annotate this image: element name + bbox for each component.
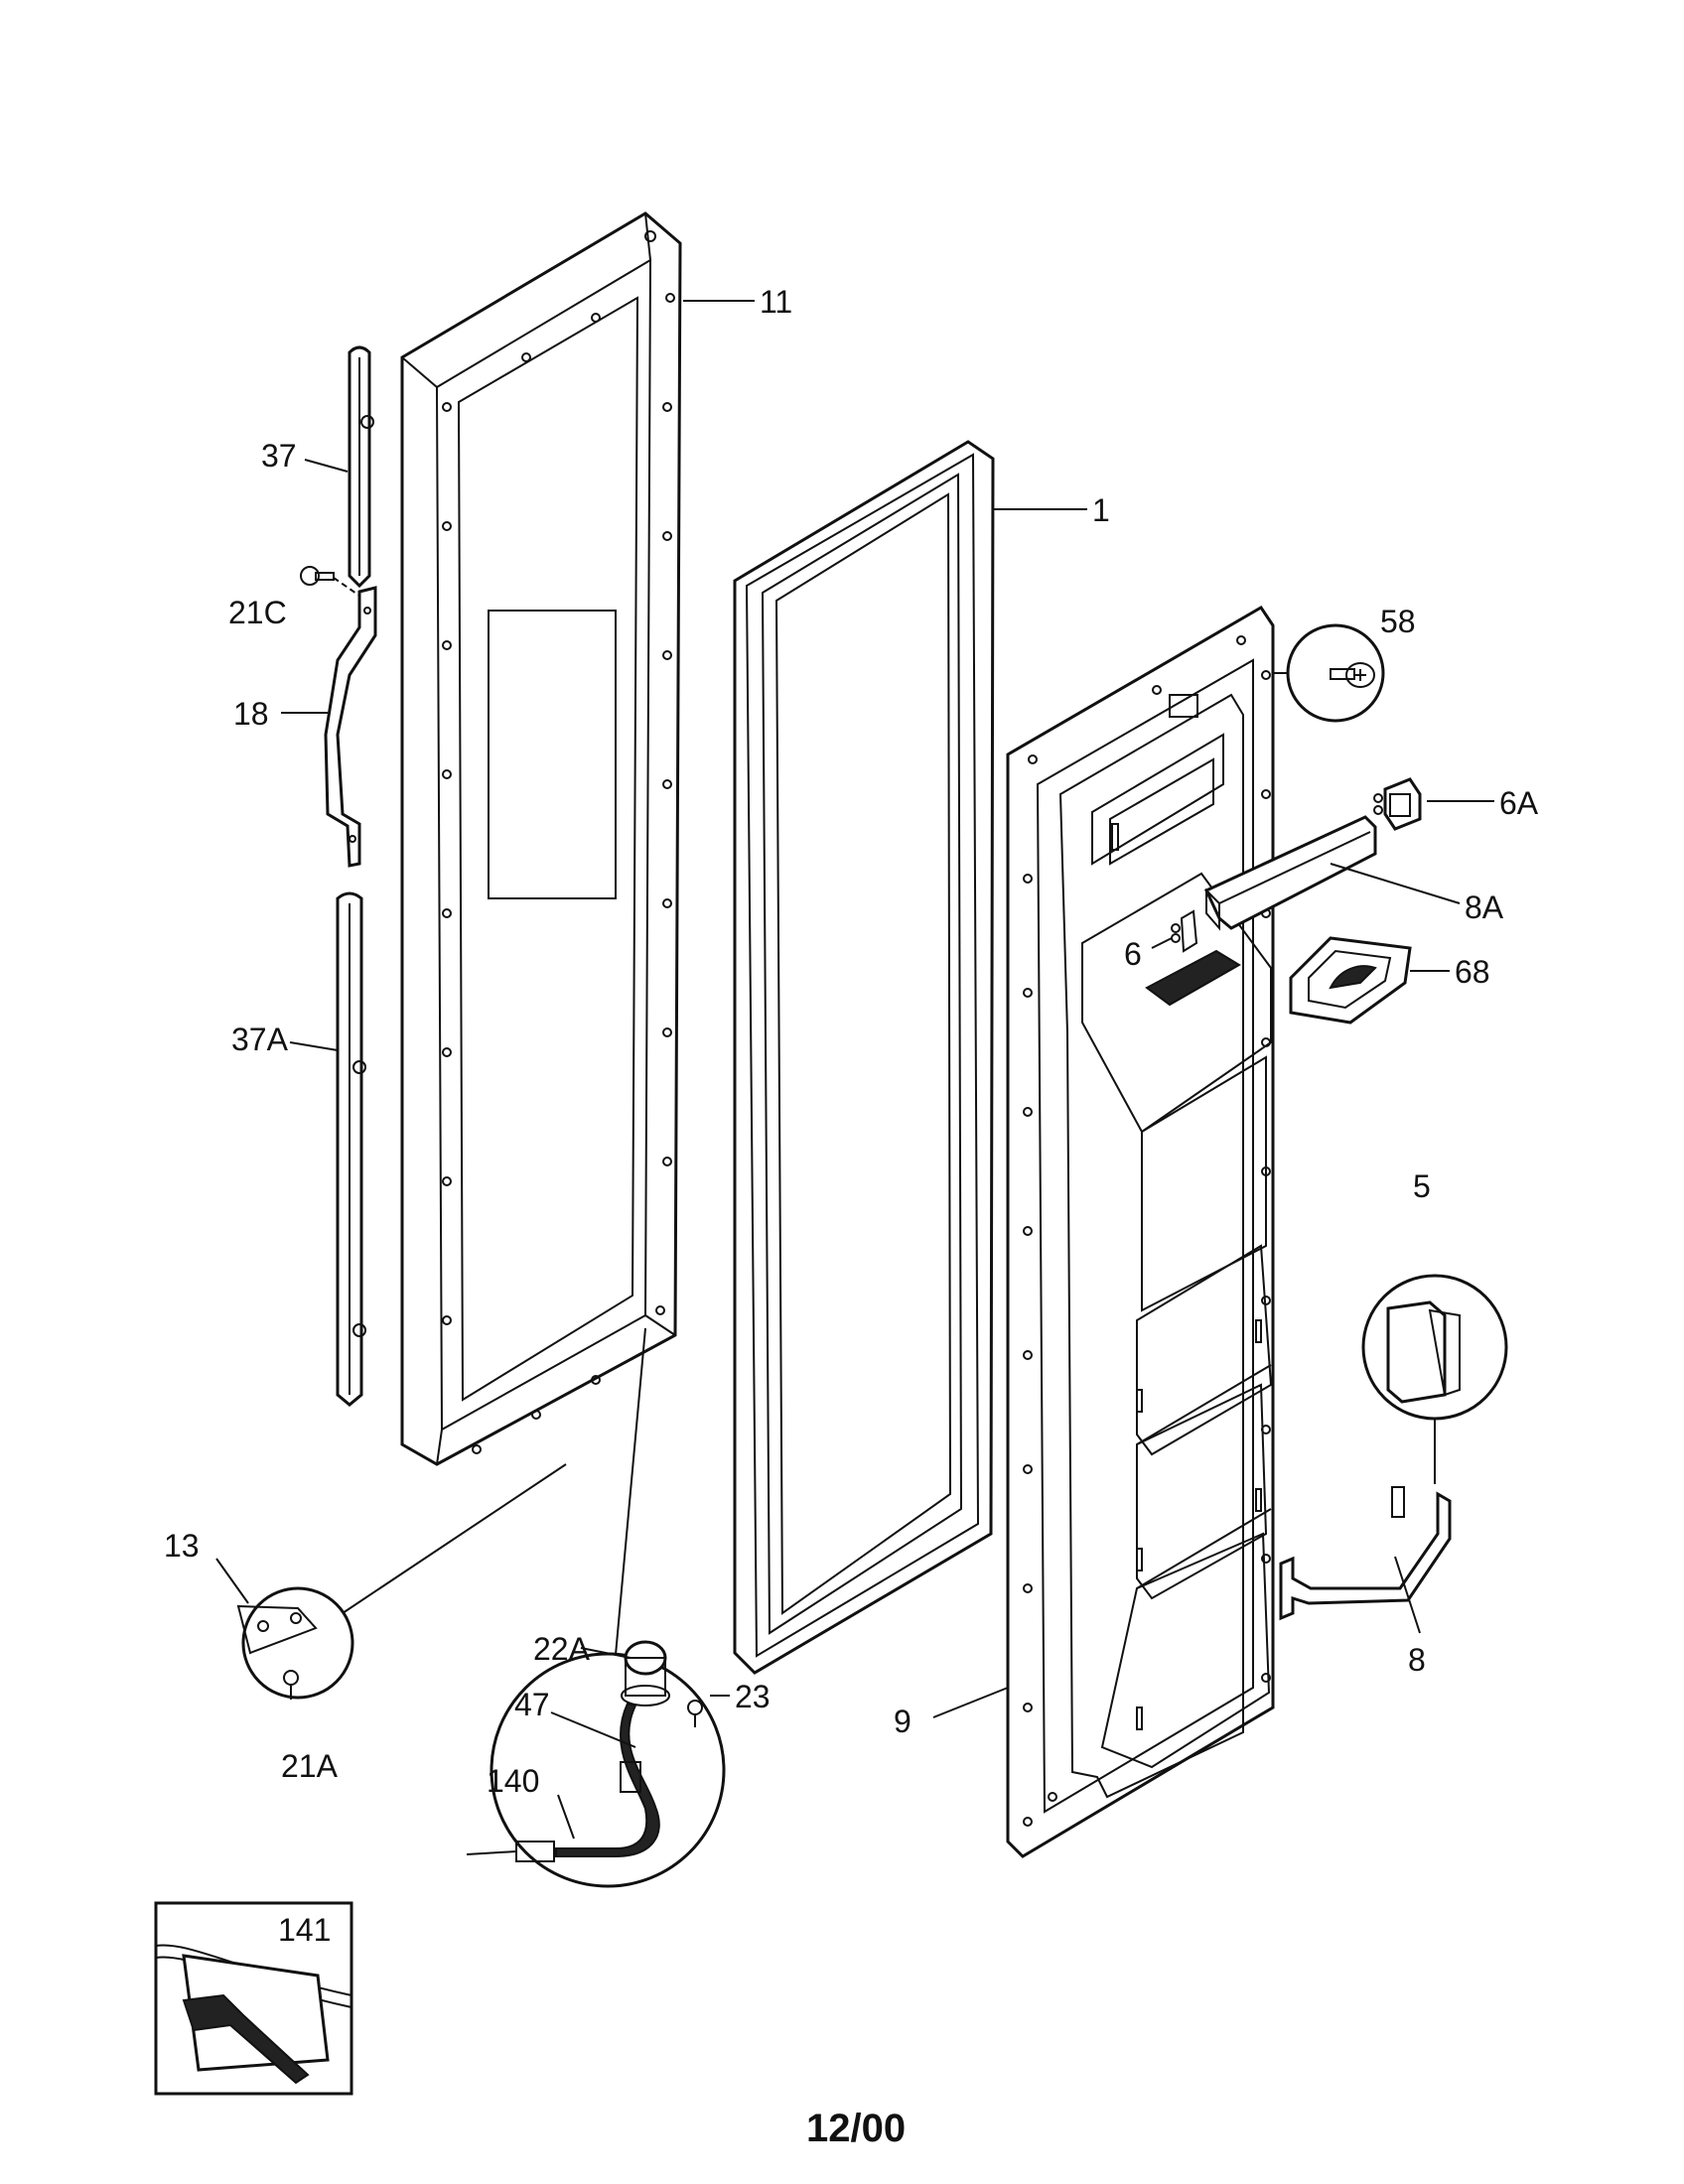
- bracket-6A: [1373, 777, 1422, 831]
- inset-141: [154, 1901, 353, 2096]
- pad-68: [1289, 936, 1412, 1024]
- channel-8A: [1204, 815, 1377, 931]
- callout-1: 1: [1092, 492, 1110, 528]
- door-frame-11: [400, 211, 682, 1466]
- door-gasket-1: [733, 440, 995, 1675]
- callout-18: 18: [233, 696, 269, 732]
- callout-13: 13: [164, 1528, 200, 1564]
- callout-140: 140: [487, 1763, 539, 1799]
- callout-6A: 6A: [1499, 785, 1539, 821]
- callout-11: 11: [760, 284, 792, 320]
- revision-date: 12/00: [806, 2107, 906, 2150]
- detail-screw-58: [1273, 623, 1385, 723]
- door-label-area: [488, 610, 617, 899]
- detail-switch-assembly: [466, 1327, 726, 1888]
- bar-8: [1279, 1486, 1452, 1621]
- detail-clip-5: [1361, 1274, 1508, 1484]
- callout-labels: 11 1 37 21C 18 37A 58 6A 8A 6 68 5 8 9 1…: [164, 284, 1539, 1948]
- detail-hinge-13: [236, 1463, 567, 1700]
- callout-21A: 21A: [281, 1748, 339, 1784]
- trim-37A: [336, 891, 366, 1407]
- callout-37A: 37A: [231, 1022, 289, 1057]
- door-liner-9: [1006, 605, 1275, 1858]
- callout-23: 23: [735, 1679, 771, 1714]
- callout-8A: 8A: [1465, 889, 1504, 925]
- screw-21C: [300, 566, 360, 597]
- handle-18: [324, 586, 377, 868]
- callout-8: 8: [1408, 1642, 1426, 1678]
- callout-37: 37: [261, 438, 297, 474]
- callout-141: 141: [278, 1912, 331, 1948]
- callout-6: 6: [1124, 936, 1142, 972]
- leader-lines: [215, 300, 1494, 1840]
- callout-58: 58: [1380, 604, 1416, 639]
- callout-22A: 22A: [533, 1631, 591, 1667]
- trim-37: [348, 345, 374, 589]
- callout-5: 5: [1413, 1168, 1431, 1204]
- callout-9: 9: [894, 1704, 912, 1739]
- callout-21C: 21C: [228, 595, 287, 630]
- callout-68: 68: [1455, 954, 1490, 990]
- callout-47: 47: [514, 1687, 550, 1722]
